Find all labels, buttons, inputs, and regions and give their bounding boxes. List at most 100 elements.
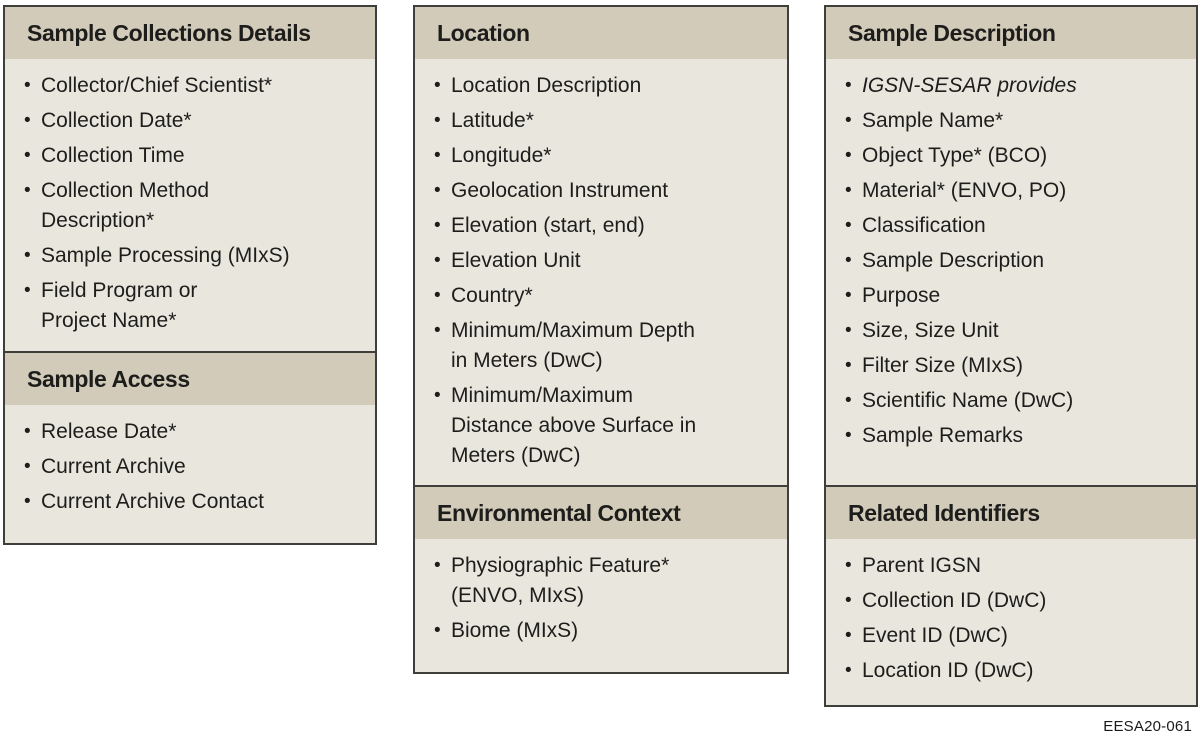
- card-related-identifiers: Related Identifiers • Parent IGSN • Coll…: [824, 485, 1198, 707]
- field-label: Biome (MIxS): [451, 619, 579, 642]
- field-label: Size, Size Unit: [862, 319, 999, 342]
- field-item: • Elevation Unit: [427, 246, 773, 276]
- field-label: Location Description: [451, 74, 642, 97]
- bullet-icon: •: [434, 250, 441, 271]
- field-label: Physiographic Feature* (ENVO, MIxS): [451, 554, 670, 607]
- column-sample-description: Sample Description • IGSN-SESAR provides…: [824, 5, 1198, 707]
- field-label: Scientific Name (DwC): [862, 389, 1074, 412]
- field-item: • Collector/Chief Scientist*: [17, 71, 361, 101]
- section-header-related-identifiers: Related Identifiers: [826, 487, 1196, 539]
- bullet-icon: •: [845, 625, 852, 646]
- section-header-sample-description: Sample Description: [826, 7, 1196, 59]
- field-label: Sample Name*: [862, 109, 1004, 132]
- card-environmental-context: Environmental Context • Physiographic Fe…: [413, 485, 789, 674]
- field-item: • Longitude*: [427, 141, 773, 171]
- field-label: Minimum/Maximum Depth in Meters (DwC): [451, 319, 695, 372]
- bullet-icon: •: [845, 660, 852, 681]
- bullet-icon: •: [434, 320, 441, 341]
- bullet-icon: •: [24, 145, 31, 166]
- field-label: Latitude*: [451, 109, 534, 132]
- field-item: • Material* (ENVO, PO): [838, 176, 1182, 206]
- section-body: • Physiographic Feature* (ENVO, MIxS) • …: [415, 539, 787, 672]
- section-body: • IGSN-SESAR provides • Sample Name* • O…: [826, 59, 1196, 485]
- field-label: Sample Processing (MIxS): [41, 244, 290, 267]
- field-label: Current Archive: [41, 455, 186, 478]
- bullet-icon: •: [24, 75, 31, 96]
- field-item: • Collection Time: [17, 141, 361, 171]
- field-item: • Field Program or Project Name*: [17, 276, 361, 336]
- card-location: Location • Location Description • Latitu…: [413, 5, 789, 487]
- field-label: Collection ID (DwC): [862, 589, 1047, 612]
- bullet-icon: •: [434, 75, 441, 96]
- bullet-icon: •: [845, 390, 852, 411]
- field-label: Object Type* (BCO): [862, 144, 1048, 167]
- bullet-icon: •: [845, 215, 852, 236]
- field-item: • Collection ID (DwC): [838, 586, 1182, 616]
- field-item: • Minimum/Maximum Depth in Meters (DwC): [427, 316, 773, 376]
- field-list: • Location Description • Latitude* • Lon…: [427, 71, 773, 471]
- field-label: Collector/Chief Scientist*: [41, 74, 273, 97]
- bullet-icon: •: [24, 280, 31, 301]
- bullet-icon: •: [434, 110, 441, 131]
- field-item: • Size, Size Unit: [838, 316, 1182, 346]
- bullet-icon: •: [845, 590, 852, 611]
- bullet-icon: •: [24, 180, 31, 201]
- card-sample-access: Sample Access • Release Date* • Current …: [3, 351, 377, 545]
- bullet-icon: •: [434, 620, 441, 641]
- bullet-icon: •: [24, 491, 31, 512]
- field-item: • Release Date*: [17, 417, 361, 447]
- section-header-sample-collections-details: Sample Collections Details: [5, 7, 375, 59]
- bullet-icon: •: [24, 421, 31, 442]
- field-label: Release Date*: [41, 420, 177, 443]
- field-item: • Event ID (DwC): [838, 621, 1182, 651]
- field-item: • Sample Description: [838, 246, 1182, 276]
- field-item: • Current Archive: [17, 452, 361, 482]
- field-list: • Release Date* • Current Archive • Curr…: [17, 417, 361, 517]
- figure-code: EESA20-061: [1103, 718, 1192, 735]
- field-list: • IGSN-SESAR provides • Sample Name* • O…: [838, 71, 1182, 451]
- field-item: • Geolocation Instrument: [427, 176, 773, 206]
- section-header-environmental-context: Environmental Context: [415, 487, 787, 539]
- field-label: Country*: [451, 284, 533, 307]
- field-label: Elevation (start, end): [451, 214, 645, 237]
- field-list: • Collector/Chief Scientist* • Collectio…: [17, 71, 361, 336]
- field-item: • Location ID (DwC): [838, 656, 1182, 686]
- bullet-icon: •: [845, 355, 852, 376]
- field-item: • Filter Size (MIxS): [838, 351, 1182, 381]
- field-label: Event ID (DwC): [862, 624, 1008, 647]
- field-item: • Sample Processing (MIxS): [17, 241, 361, 271]
- field-label: Minimum/Maximum Distance above Surface i…: [451, 384, 697, 467]
- field-label: Elevation Unit: [451, 249, 581, 272]
- field-label: Longitude*: [451, 144, 552, 167]
- section-header-location: Location: [415, 7, 787, 59]
- field-label: Classification: [862, 214, 986, 237]
- field-item: • Country*: [427, 281, 773, 311]
- field-item: • IGSN-SESAR provides: [838, 71, 1182, 101]
- bullet-icon: •: [845, 555, 852, 576]
- section-header-sample-access: Sample Access: [5, 353, 375, 405]
- field-item: • Collection Method Description*: [17, 176, 361, 236]
- bullet-icon: •: [434, 215, 441, 236]
- field-label: Location ID (DwC): [862, 659, 1034, 682]
- field-list: • Parent IGSN • Collection ID (DwC) • Ev…: [838, 551, 1182, 686]
- bullet-icon: •: [845, 145, 852, 166]
- field-label: Current Archive Contact: [41, 490, 264, 513]
- field-item: • Sample Remarks: [838, 421, 1182, 451]
- field-label: Field Program or Project Name*: [41, 279, 198, 332]
- field-label: Sample Remarks: [862, 424, 1024, 447]
- bullet-icon: •: [434, 555, 441, 576]
- card-sample-description: Sample Description • IGSN-SESAR provides…: [824, 5, 1198, 487]
- field-label: Geolocation Instrument: [451, 179, 669, 202]
- bullet-icon: •: [845, 320, 852, 341]
- field-item: • Sample Name*: [838, 106, 1182, 136]
- field-label: Collection Method Description*: [41, 179, 210, 232]
- field-label: Parent IGSN: [862, 554, 982, 577]
- field-label: Collection Time: [41, 144, 185, 167]
- field-item: • Physiographic Feature* (ENVO, MIxS): [427, 551, 773, 611]
- bullet-icon: •: [434, 145, 441, 166]
- bullet-icon: •: [24, 110, 31, 131]
- bullet-icon: •: [845, 110, 852, 131]
- bullet-icon: •: [845, 425, 852, 446]
- bullet-icon: •: [845, 180, 852, 201]
